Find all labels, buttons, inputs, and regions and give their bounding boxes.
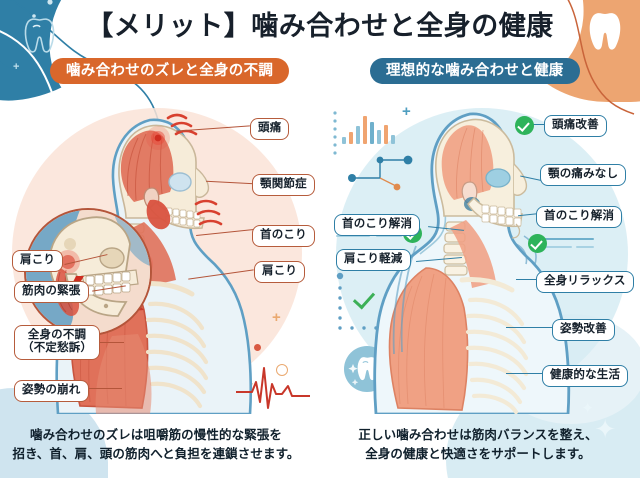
decor-line-6 <box>576 246 594 248</box>
check-circle-icon-head <box>515 116 534 135</box>
check-circle-icon-relax <box>528 234 547 253</box>
lead-line-posture-collapse <box>86 388 122 390</box>
chip-neck-stiffness: 首のこり <box>252 225 315 247</box>
right-caption-line1: 正しい噛み合わせは筋肉バランスを整え、 <box>358 428 598 442</box>
pain-hotspot-head <box>146 126 170 150</box>
chip-shoulder-stiffness: 肩こり <box>12 250 64 272</box>
chip-shoulder-stiffness-right: 肩こり <box>254 261 306 283</box>
decor-sparkle-2: ✦ <box>581 400 594 417</box>
decor-line-3 <box>376 235 402 237</box>
chip-no-jaw-pain: 顎の痛みなし <box>540 164 627 186</box>
left-caption: 噛み合わせのズレは咀嚼筋の慢性的な緊張を 招き、首、肩、頭の筋肉へと負担を連鎖さ… <box>6 426 306 464</box>
left-panel: 肩こり 筋肉の緊張 全身の不調 （不定愁訴） 姿勢の崩れ 頭痛 顎関節症 首のこ… <box>0 96 320 414</box>
left-caption-line1: 噛み合わせのズレは咀嚼筋の慢性的な緊張を <box>29 428 282 442</box>
chip-neck-relief-right: 首のこり解消 <box>536 206 623 228</box>
tmj-inset-circle <box>24 208 152 336</box>
decor-ring-left-1 <box>276 364 288 376</box>
chip-muscle-tension: 筋肉の緊張 <box>14 281 89 303</box>
page-title: 【メリット】噛み合わせと全身の健康 <box>86 11 554 41</box>
decor-plus-right-1: + <box>402 103 411 120</box>
decor-plus-left-1: + <box>272 309 281 326</box>
left-caption-line2: 招き、首、肩、頭の筋肉へと負担を連鎖させます。 <box>12 447 300 461</box>
lead-line-posture-improve <box>506 327 554 329</box>
decor-line-4 <box>538 238 594 240</box>
decor-bar-chart <box>342 112 395 144</box>
chip-neck-relief-left: 首のこり解消 <box>334 214 421 236</box>
decor-line-2 <box>336 235 370 237</box>
decor-line-5 <box>538 246 572 248</box>
chip-general-malaise-line2: （不定愁訴） <box>22 342 93 354</box>
chip-shoulder-relief: 肩こり軽減 <box>336 249 411 271</box>
right-caption: 正しい噛み合わせは筋肉バランスを整え、 全身の健康と快適さをサポートします。 <box>328 426 628 464</box>
chip-general-malaise: 全身の不調 （不定愁訴） <box>14 325 100 360</box>
decor-plus-1: + <box>13 61 20 73</box>
chip-headache-improve: 頭痛改善 <box>544 115 607 137</box>
right-panel: + <box>320 96 640 414</box>
chip-healthy-life: 健康的な生活 <box>542 365 629 387</box>
badge-right-benefit: 理想的な噛み合わせと健康 <box>370 58 580 84</box>
chip-posture-improve: 姿勢改善 <box>552 319 615 341</box>
badge-left-problem: 噛み合わせのズレと全身の不調 <box>50 58 290 84</box>
chip-general-malaise-line1: 全身の不調 <box>27 329 87 341</box>
lead-line-healthy-life <box>506 373 546 375</box>
check-mark-icon-large <box>353 286 379 312</box>
chip-posture-collapse: 姿勢の崩れ <box>14 380 89 402</box>
decor-sparkle: ✦ <box>594 414 616 444</box>
chip-tmj-disorder: 顎関節症 <box>252 174 315 196</box>
chip-full-body-relax: 全身リラックス <box>536 271 634 293</box>
right-caption-line2: 全身の健康と快適さをサポートします。 <box>365 447 591 461</box>
decor-dot-left-1 <box>254 344 261 351</box>
chip-headache: 頭痛 <box>250 118 290 140</box>
